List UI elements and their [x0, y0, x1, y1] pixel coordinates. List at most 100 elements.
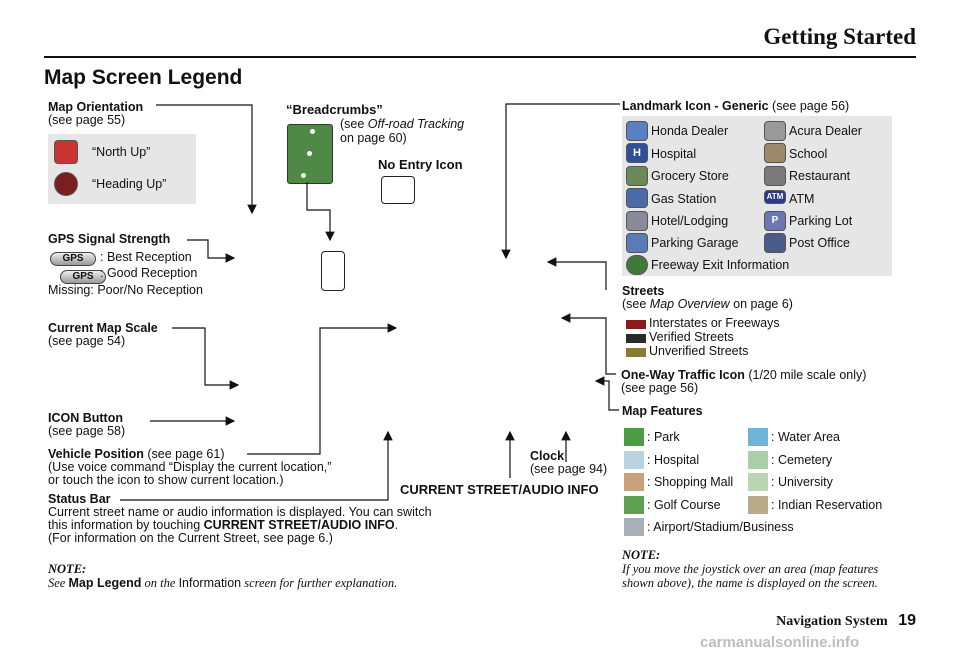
current-map-scale: Current Map Scale (see page 54): [48, 321, 158, 348]
hospital-area-label: : Hospital: [647, 452, 700, 467]
university-swatch: [748, 473, 768, 491]
landmark-arrow: [501, 103, 620, 260]
landmark-post-office: Post Office: [789, 236, 850, 250]
water-area-label: : Water Area: [771, 430, 841, 444]
gps-best-label: : Best Reception: [100, 250, 192, 264]
landmark-hospital: Hospital: [651, 147, 697, 161]
gps-arrow: [187, 239, 236, 263]
cemetery-swatch: [748, 450, 768, 469]
park-label: : Park: [647, 430, 680, 444]
vehicle-position: Vehicle Position (see page 61) (Use voic…: [48, 447, 332, 487]
verified-swatch: [626, 334, 646, 343]
breadcrumbs-ref: (see Off-road Tracking: [340, 117, 465, 131]
north-up-label: “North Up”: [92, 145, 151, 159]
breadcrumb-dot: [307, 151, 312, 156]
landmark-acura: Acura Dealer: [789, 124, 862, 138]
post-office-icon: [764, 233, 786, 253]
gps-good-label: : Good Reception: [100, 266, 198, 280]
clock-legend: Clock (see page 94): [530, 449, 608, 476]
north-up-icon: [54, 140, 78, 164]
landmark-gas: Gas Station: [651, 192, 717, 206]
landmark-restaurant: Restaurant: [789, 169, 851, 183]
hospital-icon: H: [626, 143, 648, 163]
landmark-atm: ATM: [789, 192, 815, 206]
breadcrumbs-page: on page 60): [340, 131, 407, 145]
icon-button-legend: ICON Button (see page 58): [48, 411, 126, 438]
street-verified: Verified Streets: [649, 330, 734, 344]
header-rule: [44, 56, 916, 58]
school-icon: [764, 143, 786, 163]
breadcrumb-dot: [310, 129, 315, 134]
one-way-arrow: [560, 313, 616, 375]
gas-station-icon: [626, 188, 648, 208]
indian-reservation-label: : Indian Reservation: [771, 497, 883, 512]
landmark-legend-title: Landmark Icon - Generic (see page 56): [622, 99, 850, 113]
current-street-label: CURRENT STREET/AUDIO INFO: [400, 482, 599, 497]
vehicle-arrow: [247, 323, 398, 455]
streets-arrow: [546, 257, 607, 290]
street-interstate: Interstates or Freeways: [649, 316, 780, 330]
cemetery-label: : Cemetery: [771, 452, 833, 467]
landmark-grocery: Grocery Store: [651, 169, 729, 183]
breadcrumbs-arrow: [306, 182, 335, 242]
status-bar-arrow: [120, 430, 393, 501]
map-features-label: Map Features: [622, 404, 703, 418]
shopping-mall-swatch: [624, 473, 644, 491]
gps-signal-label: GPS Signal Strength: [48, 232, 171, 246]
one-way-legend: One-Way Traffic Icon (1/20 mile scale on…: [621, 368, 867, 395]
section-header: Getting Started: [763, 24, 916, 49]
orientation-panel: “North Up” “Heading Up”: [48, 134, 196, 204]
landmark-hotel: Hotel/Lodging: [651, 214, 729, 228]
map-features-arrow: [594, 376, 619, 411]
interstate-swatch: [626, 320, 646, 329]
honda-dealer-icon: [626, 121, 648, 141]
page-footer: Navigation System 19: [776, 612, 916, 629]
landmark-honda: Honda Dealer: [651, 124, 729, 138]
restaurant-icon: [764, 166, 786, 186]
parking-lot-icon: P: [764, 211, 786, 231]
hospital-area-swatch: [624, 450, 644, 469]
watermark: carmanualsonline.info: [700, 634, 860, 651]
gps-good-icon: GPS: [60, 270, 106, 284]
landmark-panel: Honda Dealer Acura Dealer H Hospital Sch…: [622, 116, 892, 276]
streets-legend: Streets (see Map Overview on page 6): [622, 284, 793, 311]
page-title: Map Screen Legend: [44, 66, 243, 89]
freeway-exit-icon: [626, 255, 648, 275]
gps-best-icon: GPS: [50, 252, 96, 266]
note-left: NOTE: See Map Legend on the Information …: [48, 562, 398, 590]
landmark-parking-garage: Parking Garage: [651, 236, 739, 250]
university-label: : University: [771, 475, 833, 489]
street-unverified: Unverified Streets: [649, 344, 749, 358]
landmark-school: School: [789, 147, 828, 161]
breadcrumb-dot: [301, 173, 306, 178]
gps-missing-label: Missing: Poor/No Reception: [48, 283, 203, 297]
golf-course-label: : Golf Course: [647, 497, 721, 512]
orientation-arrow: [156, 104, 257, 215]
shopping-mall-label: : Shopping Mall: [647, 475, 734, 489]
heading-up-label: “Heading Up”: [92, 177, 167, 191]
note-right: NOTE: If you move the joystick over an a…: [622, 548, 879, 590]
breadcrumbs-label: “Breadcrumbs”: [286, 102, 383, 117]
unverified-swatch: [626, 348, 646, 357]
no-entry-icon: [381, 176, 415, 204]
map-orientation: Map Orientation (see page 55): [48, 100, 144, 127]
no-entry-label: No Entry Icon: [378, 157, 463, 172]
vehicle-marker-icon: [321, 251, 345, 291]
landmark-freeway-exit: Freeway Exit Information: [651, 258, 790, 272]
grocery-store-icon: [626, 166, 648, 186]
airport-stadium-business-label: : Airport/Stadium/Business: [647, 520, 794, 534]
heading-up-icon: [54, 172, 78, 196]
parking-garage-icon: [626, 233, 648, 253]
atm-icon: ATM: [764, 190, 786, 204]
status-bar-legend: Status Bar Current street name or audio …: [48, 492, 432, 545]
water-area-swatch: [748, 428, 768, 446]
airport-stadium-business-swatch: [624, 518, 644, 536]
hotel-icon: [626, 211, 648, 231]
indian-reservation-swatch: [748, 495, 768, 514]
scale-arrow: [172, 327, 240, 390]
acura-dealer-icon: [764, 121, 786, 141]
park-swatch: [624, 428, 644, 446]
landmark-parking-lot: Parking Lot: [789, 214, 853, 228]
golf-course-swatch: [624, 495, 644, 514]
